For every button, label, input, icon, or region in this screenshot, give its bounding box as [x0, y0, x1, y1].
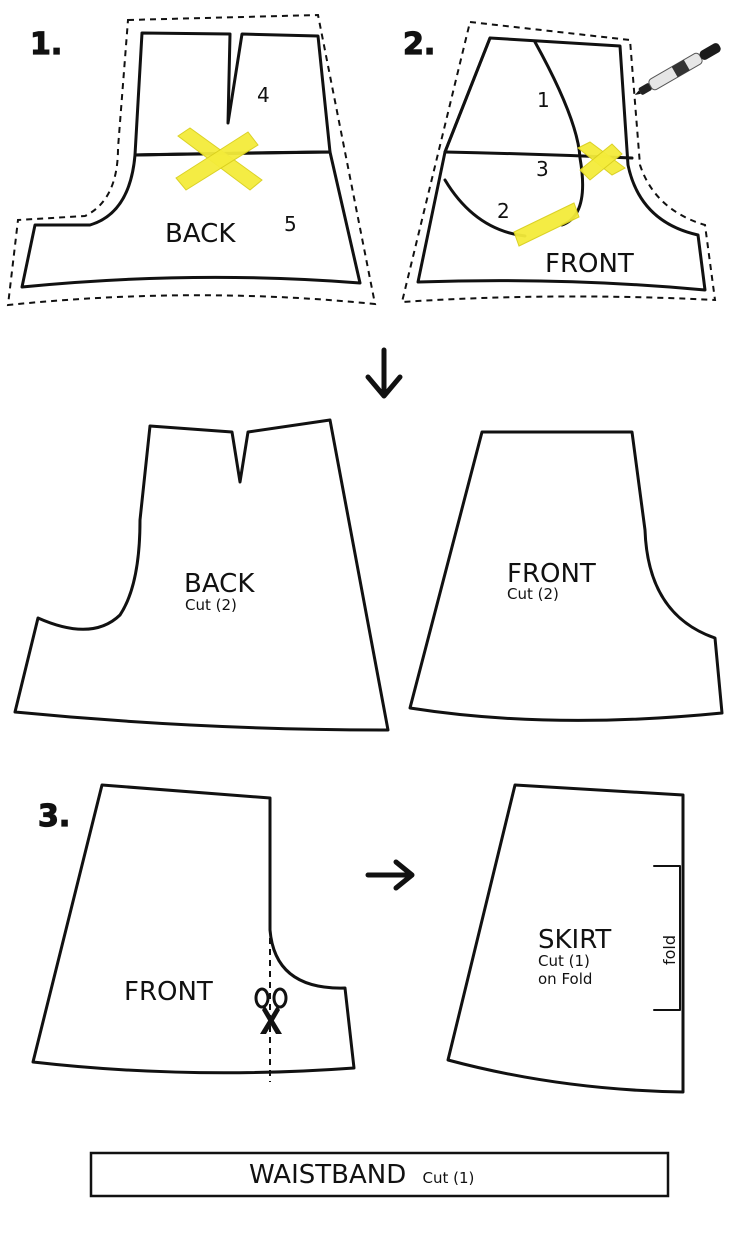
- back-yoke-piece: [133, 31, 332, 157]
- step1-back-diagram: 1. 4 5 BACK: [6, 13, 377, 307]
- piece-number: 5: [284, 212, 297, 236]
- seam-allowance-dashed-outline: [400, 20, 717, 304]
- front-label: FRONT: [545, 249, 634, 279]
- piece-number: 4: [257, 83, 270, 107]
- seam-allowance-dashed-outline: [6, 13, 377, 307]
- front-pattern-piece: [416, 36, 707, 292]
- step2-front-diagram: 2. 1 3 2 FRONT: [400, 20, 721, 304]
- waistband-cut-note: Cut (1): [422, 1169, 474, 1187]
- step-1-number: 1.: [30, 27, 62, 62]
- front-dart-leg: [443, 36, 492, 154]
- step-3-number: 3.: [38, 799, 70, 834]
- waistband-label: WAISTBAND Cut (1): [249, 1160, 474, 1190]
- back-label: BACK: [184, 569, 255, 599]
- waistband-piece: WAISTBAND Cut (1): [89, 1151, 670, 1198]
- skirt-pattern-piece: [446, 783, 685, 1094]
- back-cut-note: Cut (2): [185, 596, 237, 614]
- front-cut-note: Cut (2): [507, 585, 559, 603]
- result-front-piece: FRONT Cut (2): [408, 430, 724, 722]
- front-pattern-piece: [408, 430, 724, 722]
- step3-diagram: 3. FRONT fold SKIRT Cut (1) on Fold: [31, 783, 685, 1094]
- back-lower-piece: [20, 150, 362, 289]
- front-label: FRONT: [124, 977, 213, 1007]
- step-2-number: 2.: [403, 27, 435, 62]
- tape-strip: [175, 131, 259, 191]
- tape-strip: [513, 202, 580, 247]
- front-pattern-piece: [31, 783, 356, 1075]
- back-pattern-piece: [13, 418, 390, 732]
- fold-marker-label: fold: [660, 935, 679, 965]
- fold-bracket: [653, 865, 681, 1011]
- front-label: FRONT: [507, 559, 596, 589]
- skirt-label: SKIRT: [538, 925, 611, 955]
- waistband-rectangle: [89, 1151, 670, 1198]
- scissors-icon: [254, 987, 288, 1034]
- marker-pen-icon: [634, 43, 721, 95]
- skirt-fold-note: on Fold: [538, 970, 592, 988]
- piece-number: 3: [536, 157, 549, 181]
- result-back-piece: BACK Cut (2): [13, 418, 390, 732]
- arrow-down-icon: [365, 347, 403, 399]
- back-label: BACK: [165, 219, 236, 249]
- skirt-cut-note: Cut (1): [538, 952, 590, 970]
- piece-number: 1: [537, 88, 550, 112]
- arrow-right-icon: [365, 859, 415, 891]
- tape-strip: [579, 143, 623, 181]
- piece-number: 2: [497, 199, 510, 223]
- waistband-name: WAISTBAND: [249, 1160, 406, 1190]
